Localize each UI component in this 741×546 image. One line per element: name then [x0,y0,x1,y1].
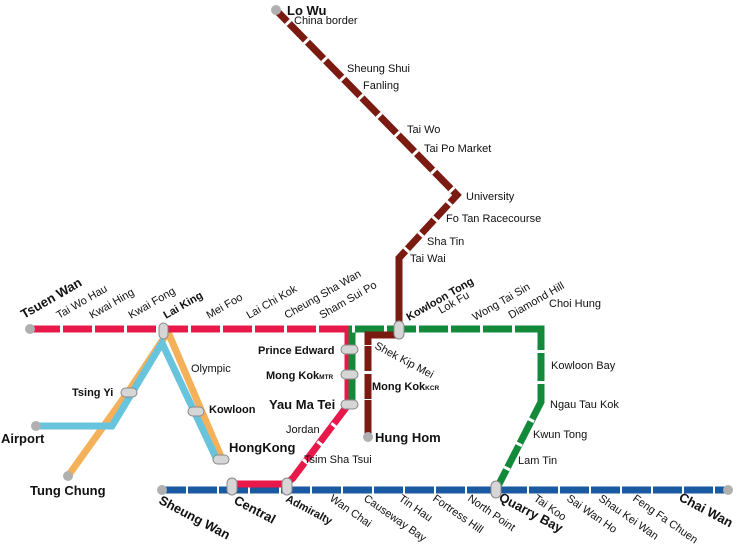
kowloon-tong-interchange[interactable] [393,320,405,340]
kowloon-interchange[interactable] [187,406,205,417]
airport-terminal[interactable] [31,421,41,431]
label-mong-kok-mtr: Mong KokMTR [266,370,334,382]
label-shek-kip-mei: Shek Kip Mei [373,340,436,381]
yau-ma-tei-interchange[interactable] [340,399,359,410]
label-kowloon: Kowloon [209,404,256,416]
tsuen-wan-terminal[interactable] [25,324,35,334]
prince-edward-interchange[interactable] [340,344,359,355]
central-interchange[interactable] [226,477,238,496]
label-lam-tin: Lam Tin [518,455,557,467]
label-sheung-shui: Sheung Shui [347,63,410,75]
label-mong-kok-mtr-name: Mong Kok [266,370,320,382]
label-tai-wai: Tai Wai [410,253,446,265]
label-university: University [466,191,515,203]
label-fo-tan: Fo Tan Racecourse [446,213,541,225]
label-tai-po-market: Tai Po Market [424,143,491,155]
admiralty-interchange[interactable] [281,477,293,496]
east-rail-dashes-north [273,7,460,198]
hung-hom-terminal[interactable] [363,432,373,442]
label-yau-ma-tei: Yau Ma Tei [269,397,335,412]
tsing-yi-interchange[interactable] [120,387,138,398]
label-central: Central [232,492,279,526]
label-chai-wan: Chai Wan [677,489,736,530]
east-rail-line [273,7,462,437]
label-hongkong: HongKong [229,440,295,455]
label-kcr-suffix: KCR [425,385,439,392]
label-tsim-sha-tsui: Tsim Sha Tsui [304,454,372,466]
label-olympic: Olympic [191,363,231,375]
label-china-border: China border [294,15,358,27]
lai-king-interchange[interactable] [158,322,169,340]
label-admiralty: Admiralty [284,493,335,528]
label-ngau-tau-kok: Ngau Tau Kok [550,399,619,411]
label-tsuen-wan: Tsuen Wan [18,275,84,322]
quarry-bay-interchange[interactable] [490,480,502,499]
label-lo-wu: Lo Wu [287,3,327,18]
sheung-wan-terminal[interactable] [157,485,167,495]
tsuen-wan-line [30,325,352,488]
label-tsing-yi: Tsing Yi [72,387,113,399]
label-prince-edward: Prince Edward [258,345,334,357]
label-choi-hung: Choi Hung [549,298,601,310]
label-mei-foo: Mei Foo [205,291,245,321]
label-airport: Airport [1,431,45,446]
mong-kok-interchange[interactable] [340,369,359,380]
label-mong-kok-kcr-name: Mong Kok [372,381,426,393]
label-tung-chung: Tung Chung [30,483,106,498]
label-mtr-suffix: MTR [319,374,333,381]
label-mong-kok-kcr: Mong KokKCR [372,381,440,393]
lo-wu-terminal[interactable] [271,5,281,15]
label-fanling: Fanling [363,80,399,92]
chai-wan-terminal[interactable] [723,485,733,495]
label-kowloon-bay: Kowloon Bay [551,360,616,372]
label-jordan: Jordan [286,424,320,436]
tung-chung-terminal[interactable] [63,471,73,481]
label-tai-wo: Tai Wo [407,124,440,136]
kwun-tong-line-dashes-south [496,406,541,484]
label-sha-tin: Sha Tin [427,236,464,248]
hongkong-interchange[interactable] [212,454,230,465]
label-sheung-wan: Sheung Wan [157,492,233,542]
airport-express-line [36,335,222,464]
label-hung-hom: Hung Hom [375,430,441,445]
label-kwun-tong: Kwun Tong [533,429,587,441]
tung-chung-line [65,324,226,479]
